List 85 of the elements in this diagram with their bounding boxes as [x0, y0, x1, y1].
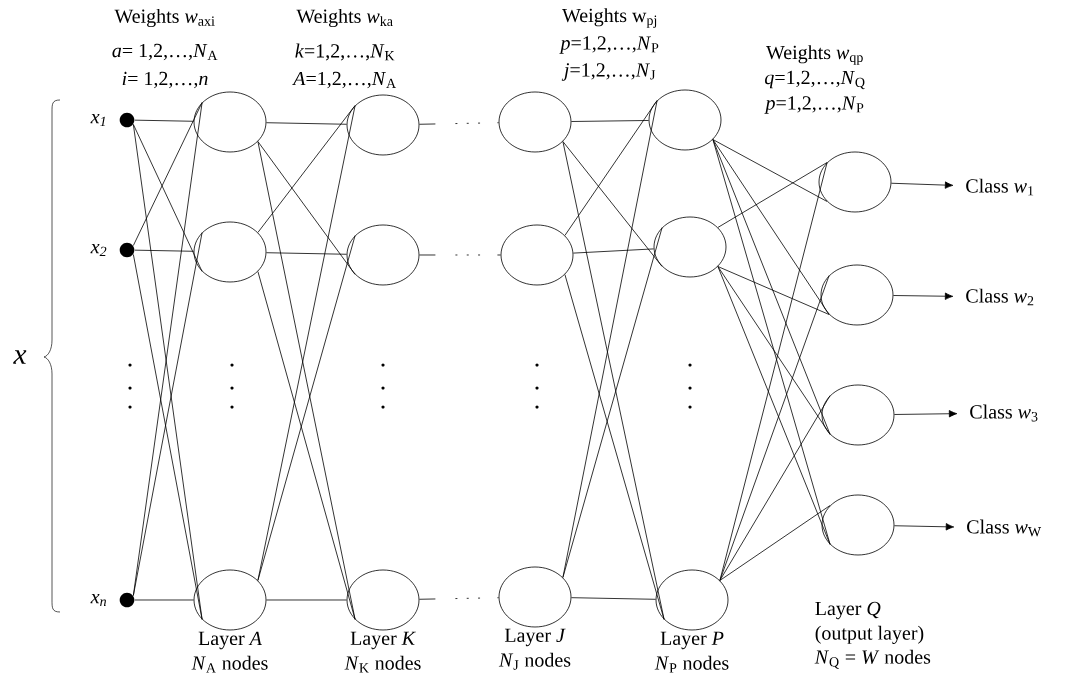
layer-caption: N$_{K}$ nodes: [344, 655, 421, 673]
connection-line: [257, 235, 356, 581]
neuron-ellipse: [346, 94, 420, 156]
input-dot: [119, 112, 135, 128]
neuron-ellipse: [821, 494, 895, 556]
neuron-ellipse: [500, 224, 574, 286]
connection-line: [134, 249, 194, 252]
layer-caption: N$_{J}$ nodes: [498, 652, 571, 670]
weights-label: Weights w$_{ka}$: [296, 8, 393, 28]
neuron-ellipse: [498, 566, 572, 628]
output-arrow: [894, 523, 955, 531]
neuron-ellipse: [193, 221, 267, 283]
connection-line: [266, 252, 347, 255]
index-range-label: a= 1,2,…,N$_{A}$: [112, 43, 218, 61]
layer-caption: Layer K: [350, 631, 416, 650]
connection-line: [719, 505, 831, 581]
output-arrow: [893, 292, 954, 300]
input-dot: [119, 242, 135, 258]
class-label: Class w$_{W}$: [967, 519, 1042, 537]
connection-line: [257, 271, 356, 620]
layer-caption: (output layer): [815, 625, 924, 644]
layer-caption: Layer A: [198, 631, 262, 650]
connection-line: [266, 122, 347, 125]
index-range-label: i= 1,2,…,n: [122, 71, 208, 89]
index-range-label: k=1,2,…,N$_{K}$: [295, 43, 395, 61]
class-label: Class w$_{1}$: [966, 178, 1034, 196]
input-dot: [119, 592, 135, 608]
neuron-ellipse: [346, 569, 420, 631]
connection-line: [571, 120, 649, 122]
neuron-ellipse: [818, 151, 892, 213]
neuron-ellipse: [193, 569, 267, 631]
connection-line: [712, 139, 828, 202]
connection-line: [564, 274, 665, 620]
index-range-label: p=1,2,…,N$_{P}$: [559, 36, 659, 54]
layer-caption: N$_{A}$ nodes: [191, 655, 268, 673]
weights-label: Weights w$_{qp}$: [766, 45, 863, 65]
connection-line: [719, 395, 831, 581]
connection-line: [717, 266, 831, 435]
index-range-label: q=1,2,…,N$_{Q}$: [765, 70, 865, 90]
connection-line: [257, 141, 356, 275]
output-arrow: [894, 410, 958, 418]
layer-caption: Layer J: [504, 628, 566, 647]
layer-caption: Layer P: [660, 631, 724, 650]
neuron-ellipse: [653, 216, 727, 278]
connection-line: [717, 266, 830, 315]
neuron-ellipse: [498, 91, 572, 153]
connection-line: [571, 597, 656, 600]
weights-label: Weights w$_{pj}$: [562, 8, 657, 28]
connection-line: [257, 105, 356, 233]
connection-line: [717, 162, 828, 228]
layer-caption: Layer Q: [815, 601, 881, 620]
index-range-label: p=1,2,…,N$_{P}$: [764, 96, 864, 114]
connection-line: [266, 599, 347, 601]
weights-label: Weights w$_{axi}$: [114, 8, 215, 28]
index-range-label: j=1,2,…,N$_{J}$: [561, 63, 656, 81]
connection-line: [562, 141, 665, 620]
class-label: Class w$_{2}$: [966, 288, 1034, 306]
neuron-ellipse: [821, 384, 895, 446]
input-label: x$_{2}$: [90, 243, 107, 256]
connection-line: [132, 124, 203, 272]
neuron-ellipse: [820, 264, 894, 326]
connection-line: [719, 275, 830, 581]
connection-line: [572, 248, 655, 254]
connection-line: [717, 266, 831, 545]
connection-line: [719, 162, 828, 581]
connection-line: [132, 102, 203, 246]
index-range-label: A=1,2,…,N$_{A}$: [292, 71, 397, 89]
neuron-ellipse: [193, 91, 267, 153]
connection-line: [712, 139, 831, 435]
connection-line: [712, 139, 830, 315]
connection-line: [562, 141, 663, 267]
layer-caption: N$_{P}$ nodes: [654, 655, 729, 673]
connection-line: [134, 119, 194, 122]
class-label: Class w$_{3}$: [970, 404, 1038, 422]
layer-caption: N$_{Q}$ = W nodes: [814, 649, 931, 669]
neuron-ellipse: [346, 224, 420, 286]
connection-line: [134, 599, 194, 601]
neuron-ellipse: [648, 89, 722, 151]
output-arrow: [890, 181, 954, 189]
neuron-ellipse: [655, 569, 729, 631]
input-label: x$_{n}$: [90, 593, 107, 606]
input-label: x$_{1}$: [90, 113, 106, 127]
connection-line: [564, 100, 658, 236]
connection-line: [562, 227, 663, 578]
vector-label: x: [13, 350, 27, 364]
